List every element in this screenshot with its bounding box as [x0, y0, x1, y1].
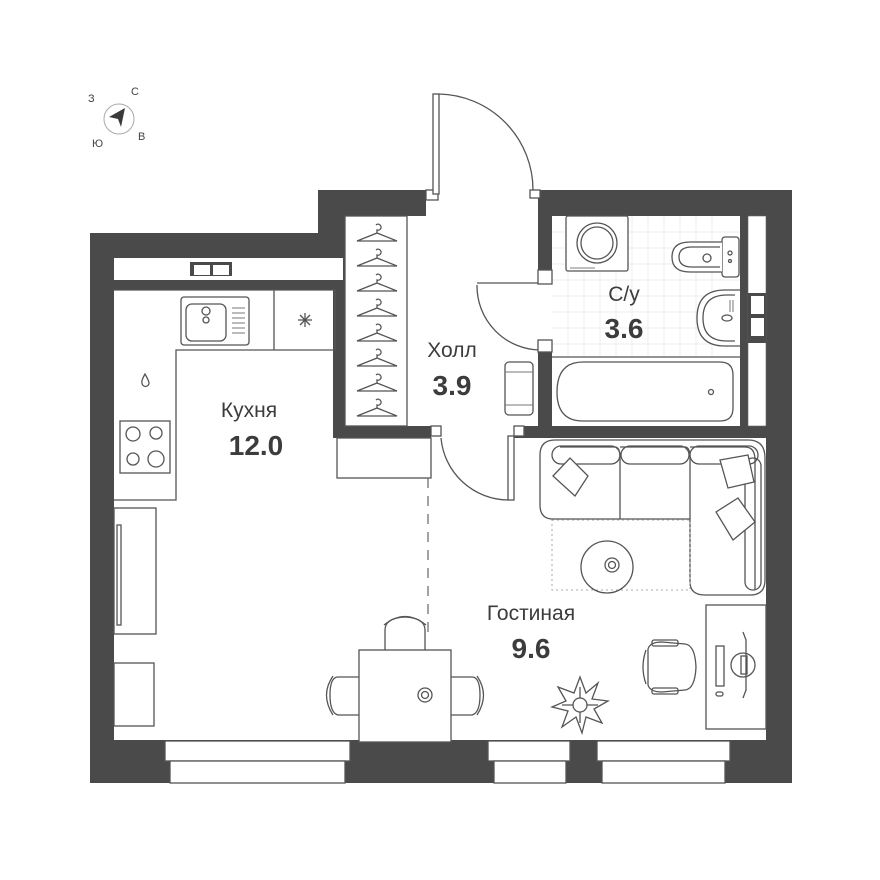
desk	[705, 604, 767, 730]
wardrobe	[344, 215, 408, 427]
hall-area: 3.9	[432, 370, 472, 401]
compass-west-label: З	[88, 93, 95, 105]
kitchen-area: 12.0	[228, 430, 284, 461]
shoe-bench	[504, 361, 534, 416]
compass	[103, 103, 135, 135]
kitchen-counter	[113, 289, 336, 727]
kitchen-name: Кухня	[220, 399, 278, 422]
plant-icon	[549, 675, 611, 736]
hall-door	[430, 425, 525, 501]
living-area: 9.6	[511, 633, 551, 664]
water-drop-icon	[141, 372, 150, 388]
cooktop	[119, 420, 171, 474]
office-chair	[642, 639, 697, 695]
bathroom-tiles	[552, 216, 740, 358]
bathroom-area: 3.6	[604, 313, 644, 344]
compass-south-label: Ю	[92, 138, 104, 150]
tall-cabinet	[113, 507, 157, 635]
dining-set	[325, 615, 485, 743]
bathroom-door	[476, 269, 553, 353]
hall-name: Холл	[427, 339, 477, 362]
windows	[114, 215, 767, 784]
compass-arrow-icon	[109, 108, 125, 127]
compass-north-label: С	[131, 86, 139, 98]
snowflake-icon	[298, 313, 312, 327]
entrance-door	[425, 93, 541, 201]
compass-east-label: В	[138, 131, 146, 143]
bathroom-name: С/у	[608, 283, 640, 306]
corner-sofa	[539, 439, 766, 596]
living-name: Гостиная	[486, 602, 576, 625]
kitchen-shelf	[336, 437, 432, 479]
